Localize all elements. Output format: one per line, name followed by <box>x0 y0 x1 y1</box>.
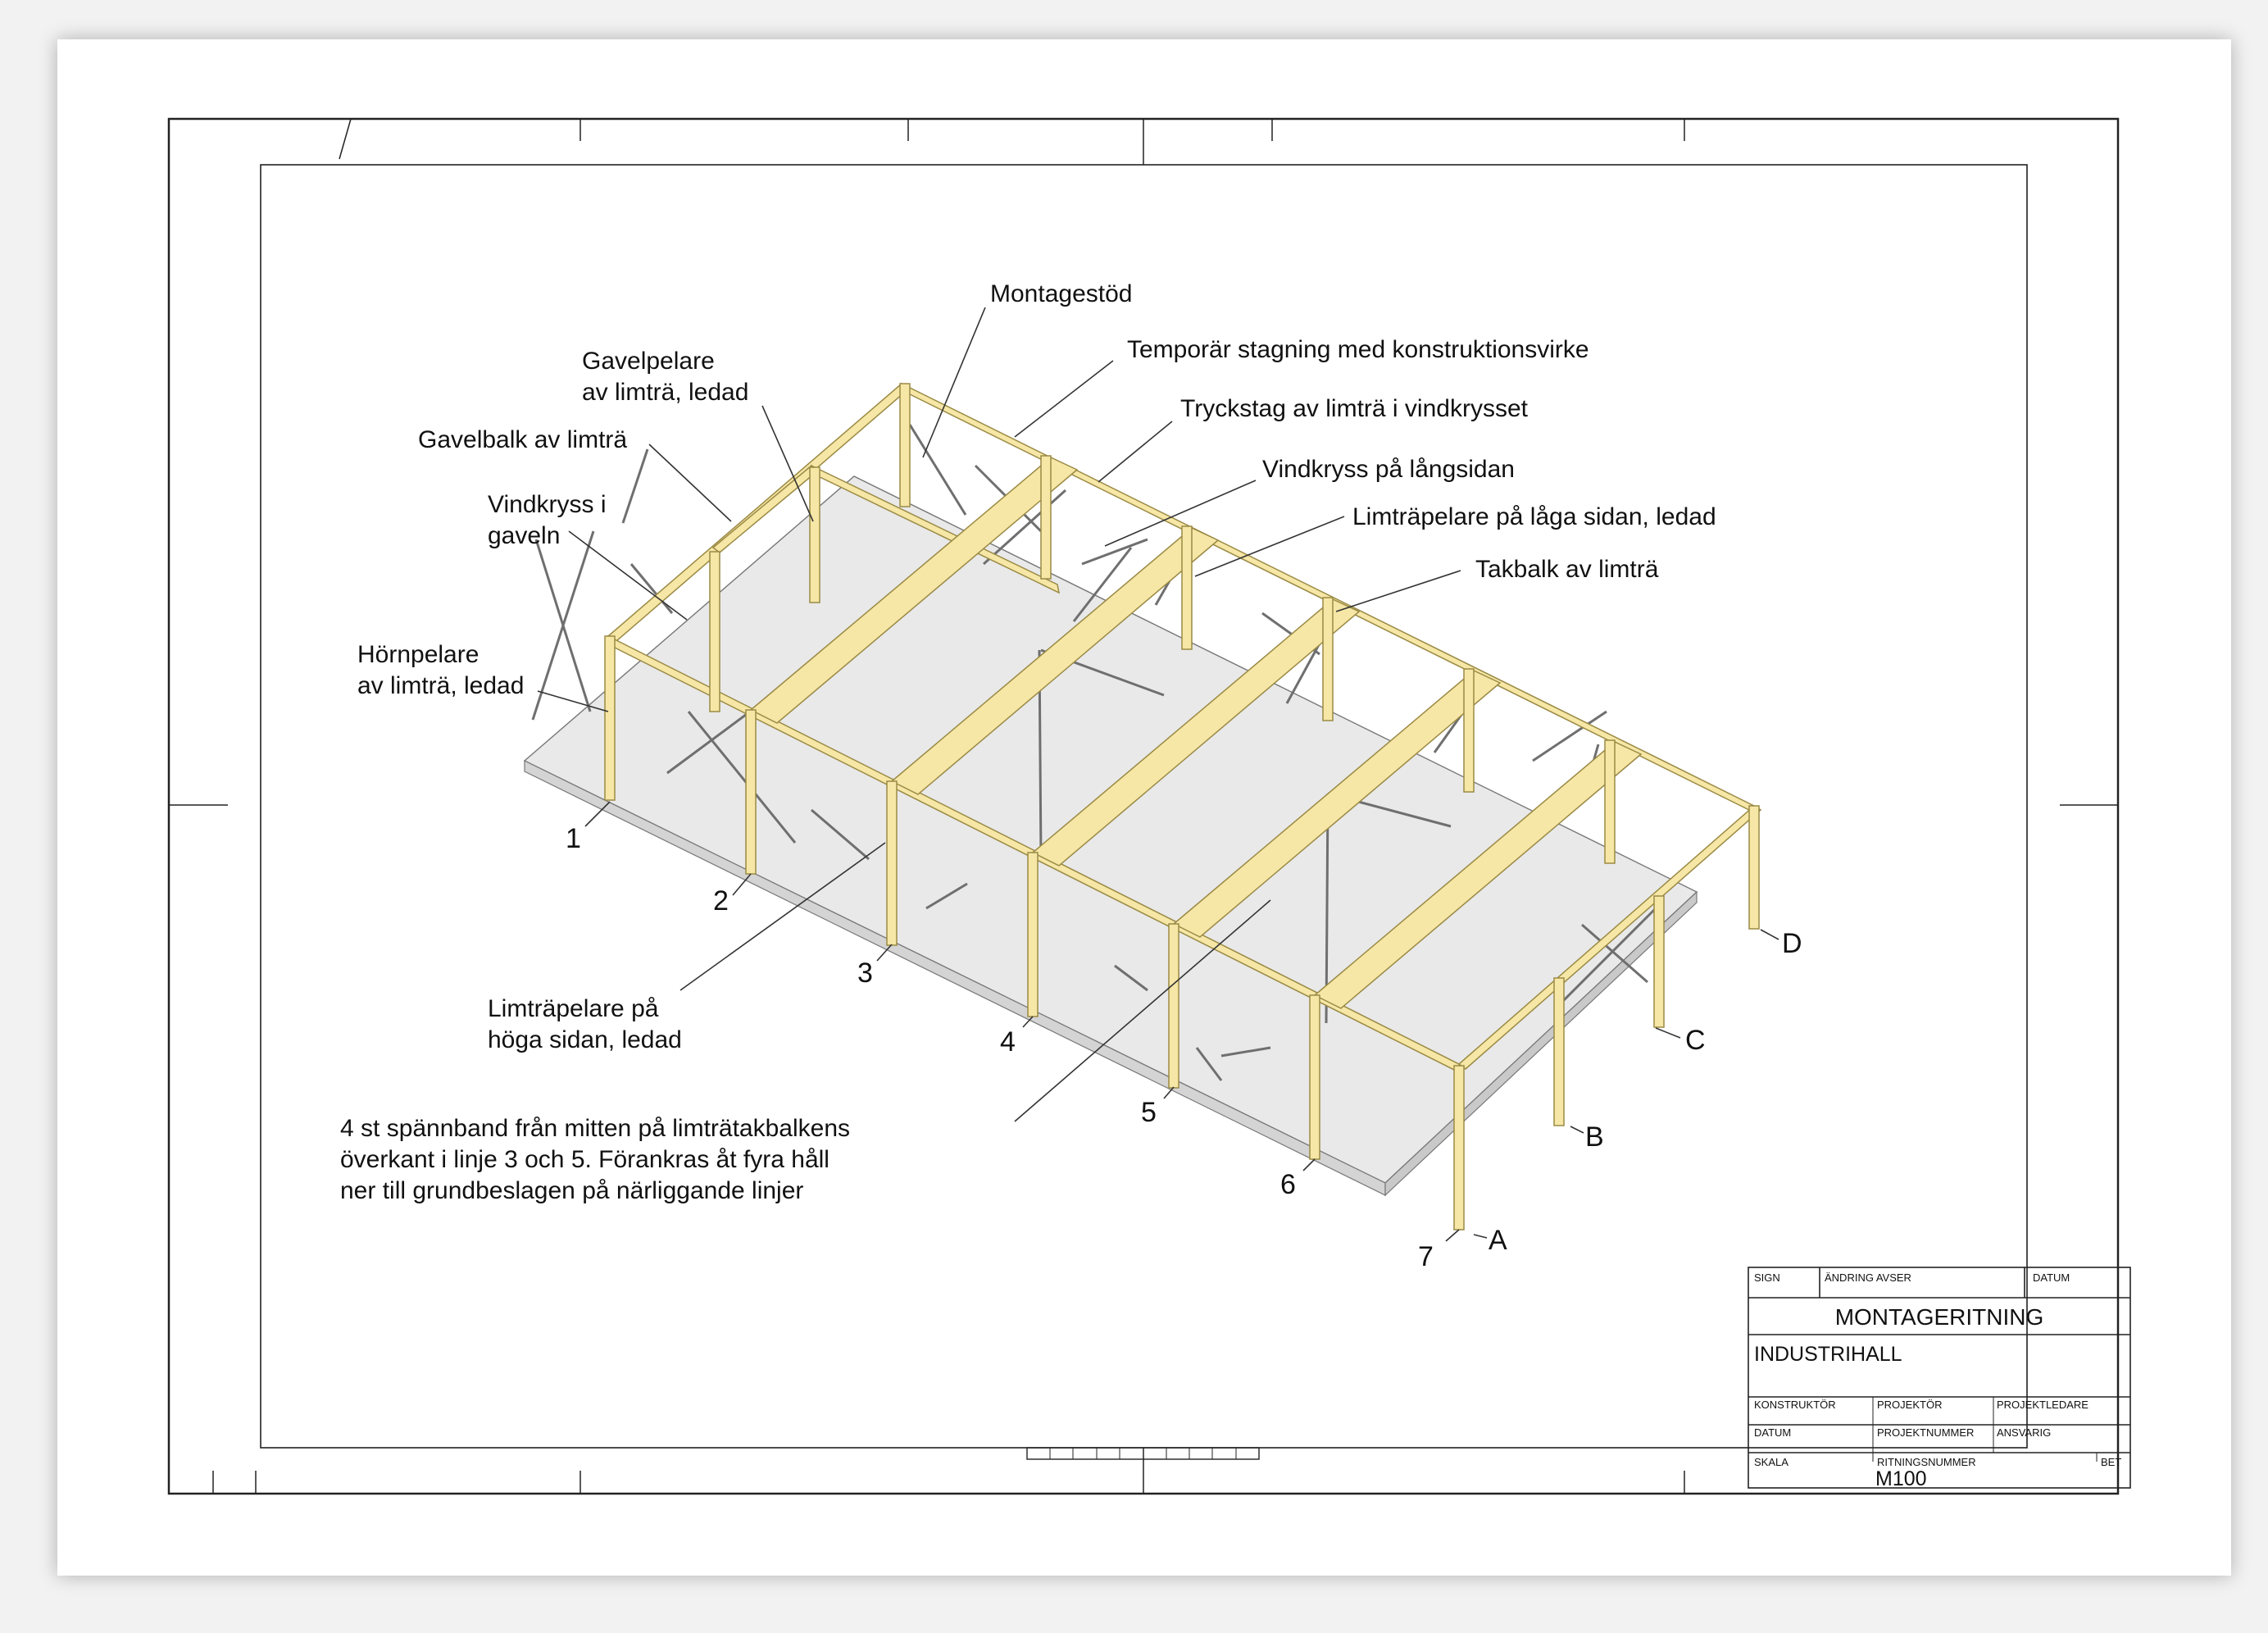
grid-line-5: 5 <box>1141 1097 1157 1128</box>
grid-line-1: 1 <box>566 823 581 854</box>
axis-line-d: D <box>1782 928 1802 959</box>
tb-datum: DATUM <box>2033 1271 2070 1284</box>
label-temporar-stagning: Temporär stagning med konstruktionsvirke <box>1127 336 1589 363</box>
tb-projektor: PROJEKTÖR <box>1877 1399 1942 1411</box>
tb-skala: SKALA <box>1754 1456 1788 1468</box>
title-block: SIGN ÄNDRING AVSER DATUM MONTAGERITNING … <box>1748 1267 2131 1490</box>
tb-drawing-number: M100 <box>1875 1467 1927 1490</box>
leader-lines <box>537 307 1779 1242</box>
label-hornpelare-2: av limträ, ledad <box>357 672 524 699</box>
note-line-2: överkant i linje 3 och 5. Förankras åt f… <box>340 1146 829 1173</box>
drawing-sheet: Montagestöd Temporär stagning med konstr… <box>57 39 2231 1576</box>
label-pelare-hoga-1: Limträpelare på <box>488 995 659 1022</box>
callout-labels: Montagestöd Temporär stagning med konstr… <box>357 280 1716 1053</box>
grid-line-3: 3 <box>857 958 873 989</box>
tb-title: MONTAGERITNING <box>1835 1304 2044 1330</box>
label-pelare-hoga-2: höga sidan, ledad <box>488 1026 682 1053</box>
grid-line-4: 4 <box>1000 1026 1016 1058</box>
axis-line-b: B <box>1585 1121 1604 1153</box>
label-tryckstag: Tryckstag av limträ i vindkrysset <box>1180 395 1529 422</box>
label-gavelpelare-1: Gavelpelare <box>582 348 715 375</box>
label-vindkryss-gaveln-2: gaveln <box>488 522 560 549</box>
tb-projektledare: PROJEKTLEDARE <box>1997 1399 2088 1411</box>
tb-sign: SIGN <box>1754 1271 1780 1284</box>
grid-line-7: 7 <box>1418 1241 1434 1272</box>
outer-frame <box>167 117 2120 1495</box>
assembly-note: 4 st spännband från mitten på limträtakb… <box>340 1115 850 1204</box>
tb-projektnummer: PROJEKTNUMMER <box>1877 1426 1974 1439</box>
axis-line-c: C <box>1685 1025 1706 1056</box>
note-line-1: 4 st spännband från mitten på limträtakb… <box>340 1115 850 1142</box>
tb-ritningsnummer: RITNINGSNUMMER <box>1877 1456 1976 1468</box>
grid-line-numbers: 1 2 3 4 5 6 7 A B C D <box>566 823 1802 1272</box>
drawing-canvas: Montagestöd Temporär stagning med konstr… <box>167 117 2131 1495</box>
tb-konstruktor: KONSTRUKTÖR <box>1754 1399 1836 1411</box>
label-vindkryss-langsidan: Vindkryss på långsidan <box>1262 456 1515 483</box>
label-takbalk: Takbalk av limträ <box>1475 556 1659 583</box>
grid-line-6: 6 <box>1280 1169 1296 1200</box>
label-hornpelare-1: Hörnpelare <box>357 641 479 668</box>
label-gavelpelare-2: av limträ, ledad <box>582 379 748 406</box>
grid-line-2: 2 <box>713 885 729 917</box>
label-vindkryss-gaveln-1: Vindkryss i <box>488 491 607 518</box>
tb-bet: BET <box>2101 1456 2121 1468</box>
tb-ansvarig: ANSVARIG <box>1997 1426 2051 1439</box>
axis-line-a: A <box>1489 1225 1507 1256</box>
label-pelare-laga-sidan: Limträpelare på låga sidan, ledad <box>1352 503 1716 530</box>
label-montagestod: Montagestöd <box>990 280 1132 307</box>
timber-frame <box>604 382 1762 1230</box>
note-line-3: ner till grundbeslagen på närliggande li… <box>340 1177 803 1204</box>
tb-subtitle: INDUSTRIHALL <box>1754 1343 1902 1366</box>
tb-andring-avser: ÄNDRING AVSER <box>1825 1271 1911 1284</box>
label-gavelbalk: Gavelbalk av limträ <box>418 426 627 453</box>
tb-datum-2: DATUM <box>1754 1426 1791 1439</box>
